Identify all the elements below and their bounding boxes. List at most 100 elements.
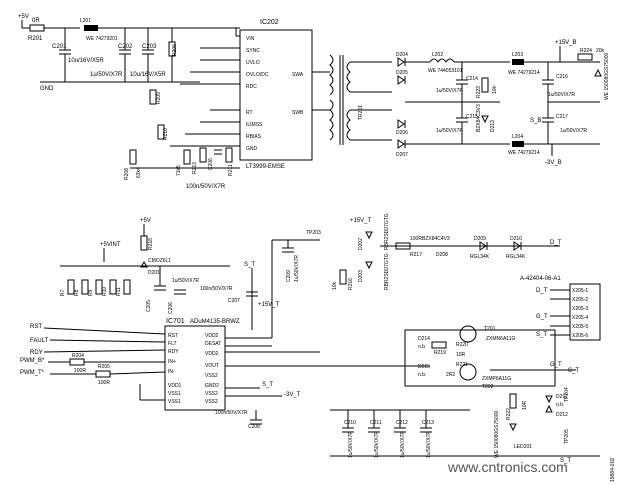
svg-text:D210: D210 xyxy=(510,236,522,242)
gnd-label-top: GND xyxy=(40,86,54,92)
diode-bridge: D204 D205 D206 D207 xyxy=(396,52,408,158)
svg-text:C211: C211 xyxy=(370,420,382,426)
svg-text:L202: L202 xyxy=(432,52,443,58)
svg-text:G_T: G_T xyxy=(536,314,548,320)
rail-g-t: G_T xyxy=(550,362,562,368)
svg-text:D_T: D_T xyxy=(536,288,548,294)
svg-text:10u/16V/X5R: 10u/16V/X5R xyxy=(68,58,104,64)
mosfet-t201 xyxy=(459,325,477,343)
svg-text:X205-5: X205-5 xyxy=(572,324,588,330)
svg-text:R10: R10 xyxy=(102,287,108,296)
svg-text:R216: R216 xyxy=(348,278,354,290)
svg-text:R222: R222 xyxy=(506,408,512,420)
label-c202: C202 xyxy=(118,44,133,50)
svg-text:10k: 10k xyxy=(332,281,338,290)
svg-text:1u/50V/X7R: 1u/50V/X7R xyxy=(560,128,587,134)
svg-text:2R2: 2R2 xyxy=(446,372,455,378)
svg-text:TP204: TP204 xyxy=(564,387,570,402)
svg-text:VSS2: VSS2 xyxy=(205,391,218,397)
signal-fault: FAULT xyxy=(30,338,49,344)
svg-text:D204: D204 xyxy=(396,52,408,58)
svg-text:S_T: S_T xyxy=(536,332,547,338)
svg-text:C207: C207 xyxy=(228,298,240,304)
signal-rst: RST xyxy=(30,324,42,330)
mosfet-t202 xyxy=(459,363,477,381)
svg-text:ILIMSS: ILIMSS xyxy=(246,122,263,128)
svg-text:ZXMP6A11G: ZXMP6A11G xyxy=(482,376,511,382)
transformer-tr201: TR201 xyxy=(329,54,364,145)
svg-text:1u/50V/X7R: 1u/50V/X7R xyxy=(426,431,432,458)
svg-text:RGL34K: RGL34K xyxy=(470,254,490,260)
svg-text:RDC: RDC xyxy=(246,84,257,90)
rail-5vint: +5VINT xyxy=(100,242,121,248)
svg-text:1u/50V/X7R: 1u/50V/X7R xyxy=(374,431,380,458)
svg-text:R210: R210 xyxy=(163,128,169,140)
svg-text:D205: D205 xyxy=(396,70,408,76)
svg-text:R219: R219 xyxy=(434,350,446,356)
svg-text:D214: D214 xyxy=(418,336,430,342)
svg-text:C210: C210 xyxy=(344,420,356,426)
svg-text:C206: C206 xyxy=(208,158,214,170)
svg-text:10R: 10R xyxy=(522,400,528,410)
svg-text:1u/50V/X7R: 1u/50V/X7R xyxy=(400,431,406,458)
svg-text:C216: C216 xyxy=(556,74,568,80)
svg-text:VSS2: VSS2 xyxy=(205,399,218,405)
svg-text:n.b.: n.b. xyxy=(418,344,426,350)
svg-text:TR201: TR201 xyxy=(358,105,364,120)
svg-text:GND: GND xyxy=(246,146,258,152)
svg-text:C209: C209 xyxy=(286,270,292,282)
label-r201: R201 xyxy=(28,36,43,42)
svg-text:1u/50V/X7R: 1u/50V/X7R xyxy=(436,128,463,134)
top-section: +5V 0R R201 L201 WE 74279201 C201 10u/16… xyxy=(18,14,610,190)
label-c201: C201 xyxy=(52,44,67,50)
svg-text:71k5: 71k5 xyxy=(176,165,182,176)
svg-text:WE 74279201: WE 74279201 xyxy=(86,36,118,42)
svg-text:R8: R8 xyxy=(74,289,80,296)
svg-text:SYNC: SYNC xyxy=(246,48,260,54)
svg-text:T201: T201 xyxy=(484,326,496,332)
svg-text:R221: R221 xyxy=(456,362,468,368)
svg-text:R224: R224 xyxy=(580,48,592,54)
rail-s-t-3: S_T xyxy=(568,368,579,374)
svg-text:UVLO: UVLO xyxy=(246,60,260,66)
svg-text:C217: C217 xyxy=(556,114,568,120)
svg-text:D201: D201 xyxy=(148,270,160,276)
svg-text:R223: R223 xyxy=(476,86,482,98)
svg-text:IN-: IN- xyxy=(168,369,175,375)
svg-text:D206: D206 xyxy=(396,130,408,136)
svg-text:ZXMN6A11G: ZXMN6A11G xyxy=(486,336,515,342)
svg-text:C208: C208 xyxy=(248,424,260,430)
svg-text:CMOZ6L1: CMOZ6L1 xyxy=(148,258,171,264)
svg-text:WE 74279214: WE 74279214 xyxy=(508,150,540,156)
svg-text:IN+: IN+ xyxy=(168,359,176,365)
svg-text:R209: R209 xyxy=(156,92,162,104)
svg-text:LED201: LED201 xyxy=(514,444,532,450)
ic701-body xyxy=(164,325,226,411)
svg-text:100n/50V/X7R: 100n/50V/X7R xyxy=(186,184,226,190)
svg-text:n.b.: n.b. xyxy=(556,402,564,408)
svg-text:GND2: GND2 xyxy=(205,383,219,389)
svg-text:SWA: SWA xyxy=(292,72,304,78)
svg-text:X205-1: X205-1 xyxy=(572,288,588,294)
svg-text:L204: L204 xyxy=(512,134,523,140)
svg-text:C213: C213 xyxy=(422,420,434,426)
svg-text:R220: R220 xyxy=(456,342,468,348)
svg-text:100R: 100R xyxy=(410,236,422,242)
rail-s-b: S_B xyxy=(530,118,541,124)
svg-text:n.b.: n.b. xyxy=(418,372,426,378)
svg-text:R208: R208 xyxy=(124,168,130,180)
svg-text:R204: R204 xyxy=(72,353,84,359)
svg-text:WE 150080GS75000: WE 150080GS75000 xyxy=(494,411,500,458)
svg-text:20k: 20k xyxy=(596,48,605,54)
svg-text:D213: D213 xyxy=(490,120,496,132)
svg-text:100n/50V/X7R: 100n/50V/X7R xyxy=(215,410,248,416)
svg-text:TP205: TP205 xyxy=(564,429,570,444)
svg-text:FLT: FLT xyxy=(168,341,177,347)
svg-text:X205-6: X205-6 xyxy=(572,333,588,339)
inductor-l201 xyxy=(84,25,98,31)
svg-text:1u/50V/X7R: 1u/50V/X7R xyxy=(294,255,300,282)
svg-text:0R: 0R xyxy=(32,18,40,24)
svg-text:WE 74279214: WE 74279214 xyxy=(508,70,540,76)
svg-text:C206: C206 xyxy=(168,302,174,314)
